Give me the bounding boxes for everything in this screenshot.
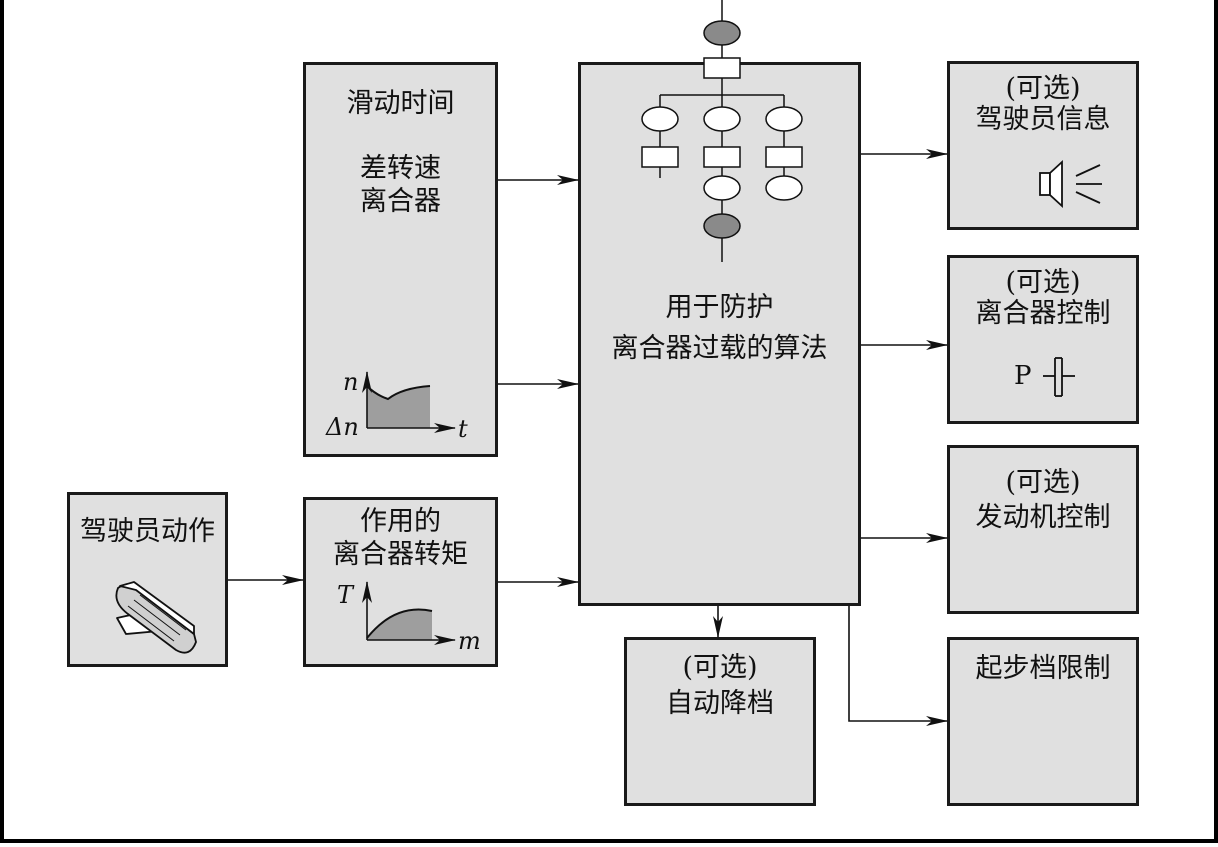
auto-downshift-title: 自动降档 (666, 688, 774, 719)
clutch-symbol-label: P (1014, 361, 1032, 391)
clutch-control-optional: (可选) (1005, 267, 1081, 298)
torque-box-line2: 离合器转矩 (333, 539, 468, 570)
engine-control-optional: (可选) (1005, 467, 1081, 498)
slip-time-box (303, 62, 498, 457)
speaker-icon (1039, 159, 1102, 209)
driver-info-title: 驾驶员信息 (975, 104, 1111, 135)
slip-axis-y-label: n (343, 368, 359, 396)
pedal-icon (115, 581, 197, 654)
slip-box-line2: 离合器 (360, 186, 441, 217)
arrow-to-launch-gear-limit (848, 606, 948, 726)
torque-axis-x-label: m (458, 627, 481, 655)
auto-downshift-box (624, 637, 816, 806)
connector-arrows (228, 149, 948, 726)
clutch-symbol-icon (1043, 357, 1075, 397)
clutch-control-box (947, 255, 1139, 424)
algorithm-line2: 离合器过载的算法 (611, 333, 828, 364)
slip-speed-graph (362, 371, 456, 433)
torque-axis-y-label: T (337, 581, 354, 609)
launch-gear-limit-title: 起步档限制 (975, 653, 1111, 684)
launch-gear-limit-box (947, 637, 1139, 806)
engine-control-title: 发动机控制 (975, 502, 1111, 533)
driver-action-title: 驾驶员动作 (80, 516, 215, 547)
slip-axis-x-label: t (458, 415, 468, 443)
algorithm-line1: 用于防护 (665, 292, 774, 323)
driver-action-box (67, 492, 228, 667)
driver-info-optional: (可选) (1005, 73, 1081, 104)
auto-downshift-optional: (可选) (682, 652, 758, 683)
clutch-control-title: 离合器控制 (975, 298, 1111, 329)
driver-info-box (947, 61, 1139, 230)
slip-axis-origin-label: Δn (326, 413, 359, 441)
torque-graph (362, 581, 456, 645)
torque-box-line1: 作用的 (360, 506, 441, 537)
engine-control-box (947, 445, 1139, 614)
applied-torque-box (303, 497, 498, 667)
slip-box-line1: 差转速 (360, 153, 441, 184)
slip-time-title: 滑动时间 (346, 88, 455, 119)
flowchart-icon (641, 0, 803, 262)
